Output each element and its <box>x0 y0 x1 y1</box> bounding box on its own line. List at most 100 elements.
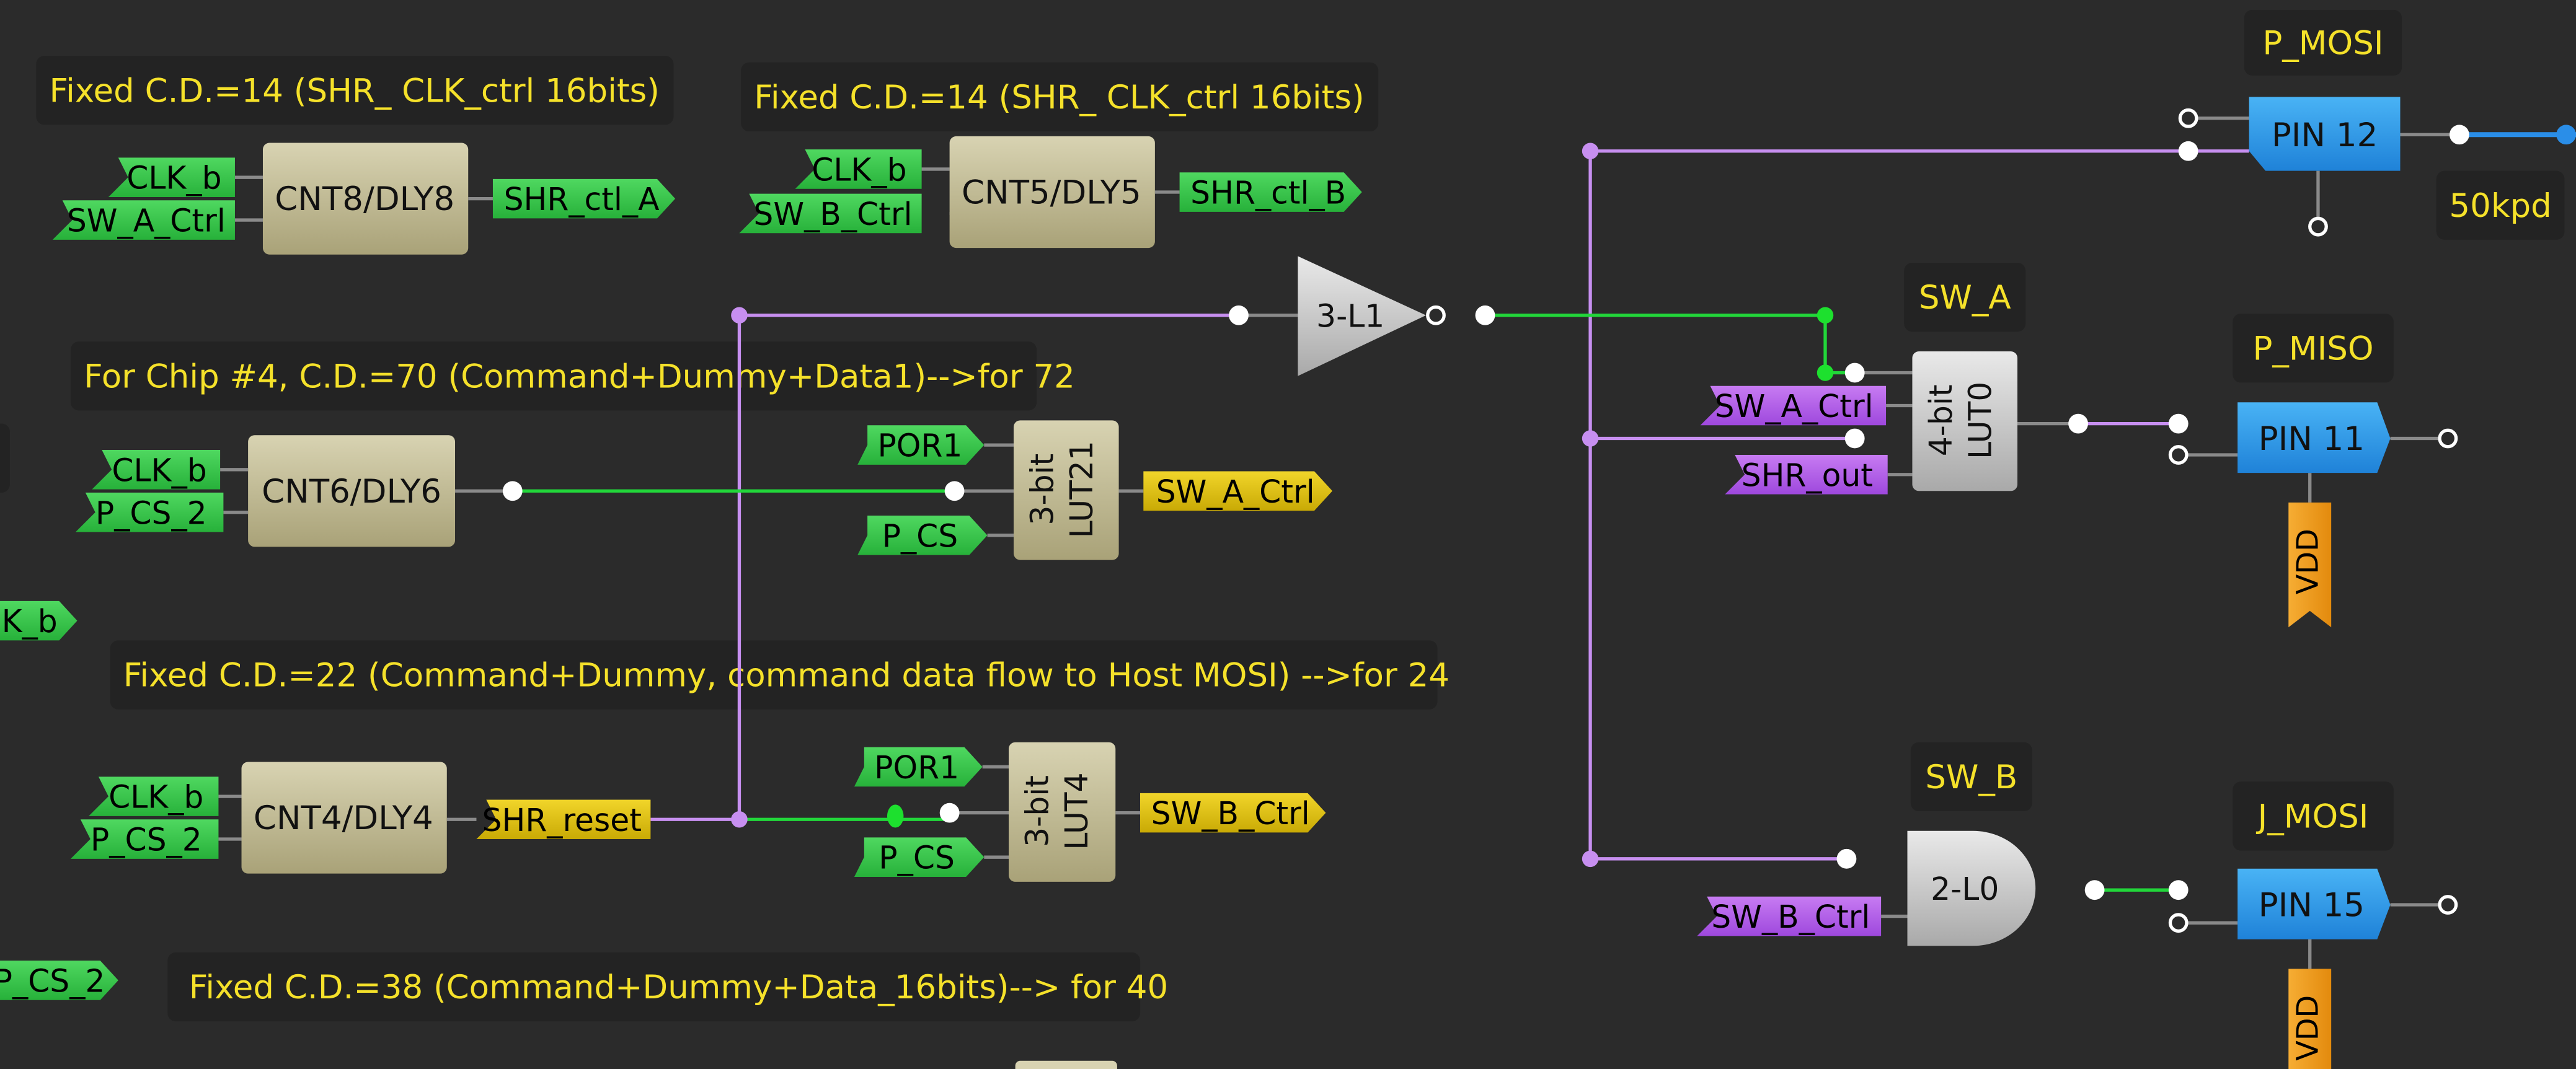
net-label-shr-ctl-a[interactable]: SHR_ctl_A <box>492 178 676 219</box>
net-label-text: POR1 <box>877 428 962 464</box>
block-label: CNT4/DLY4 <box>254 799 433 837</box>
cnt5-dly5-block[interactable]: CNT5/DLY5 <box>949 136 1155 249</box>
block-label-line2: LUT0 <box>1962 382 1999 459</box>
pin-11[interactable]: PIN 11 <box>2237 402 2391 473</box>
net-label-text: P_CS <box>882 517 958 554</box>
pin-title-pulldown: 50kpd <box>2436 170 2565 240</box>
net-label-shr-out[interactable]: SHR_out <box>1725 454 1888 495</box>
block-label-line1: 3-bit <box>1019 775 1056 847</box>
net-label-p-cs-2[interactable]: P_CS <box>854 837 985 877</box>
pin-title-text: P_MOSI <box>2262 24 2383 62</box>
net-label-sw-b-ctrl-1[interactable]: SW_B_Ctrl <box>739 193 922 234</box>
pin-label: PIN 15 <box>2259 887 2365 925</box>
pin-15[interactable]: PIN 15 <box>2237 868 2391 939</box>
net-label-text: P_CS_2 <box>91 822 202 858</box>
and-gate-2-l0[interactable]: 2-L0 <box>1907 830 2036 946</box>
net-label-text: SW_A_Ctrl <box>1715 388 1874 425</box>
pin-title-text: SW_A <box>1919 279 2011 317</box>
port-dots <box>502 125 2469 900</box>
pin-title-sw-a: SW_A <box>1904 262 2026 332</box>
net-label-p-cs-2-2[interactable]: P_CS_2 <box>70 819 219 859</box>
buffer-3-l1[interactable]: 3-L1 <box>1298 256 1427 376</box>
block-label: 3-L1 <box>1316 297 1384 334</box>
net-label-text: P_CS_2 <box>95 495 207 531</box>
net-label-clk-b-1[interactable]: CLK_b <box>108 157 235 197</box>
net-label-sw-b-ctrl-yellow[interactable]: SW_B_Ctrl <box>1140 793 1326 833</box>
open-ports <box>1426 108 2458 933</box>
net-label-text: CLK_b <box>112 452 206 488</box>
cnt4-dly4-block[interactable]: CNT4/DLY4 <box>241 762 447 874</box>
pin-title-text: 50kpd <box>2449 187 2551 225</box>
comment-text: Fixed C.D.=14 (SHR_ CLK_ctrl 16bits) <box>754 79 1364 117</box>
pin-title-text: J_MOSI <box>2256 798 2369 835</box>
lut21-block[interactable]: 3-bit LUT21 <box>1013 420 1119 560</box>
net-label-text: K_b <box>2 603 58 640</box>
net-label-text: SHR_out <box>1742 457 1873 493</box>
block-label-line1: 4-bit <box>1923 384 1959 456</box>
net-label-clk-b-4[interactable]: CLK_b <box>89 776 219 816</box>
comment-box-3[interactable]: For Chip #4, C.D.=70 (Command+Dummy+Data… <box>70 341 1075 411</box>
net-label-sw-a-ctrl-1[interactable]: SW_A_Ctrl <box>52 200 235 240</box>
comment-box-2[interactable]: Fixed C.D.=14 (SHR_ CLK_ctrl 16bits) <box>741 62 1379 131</box>
pin-12[interactable]: PIN 12 <box>2249 97 2401 171</box>
pin-label: PIN 11 <box>2259 420 2365 458</box>
net-label-sw-a-ctrl-purple[interactable]: SW_A_Ctrl <box>1700 385 1887 426</box>
net-label-clk-b-3[interactable]: CLK_b <box>92 450 221 490</box>
net-label-text: CLK_b <box>812 151 906 188</box>
net-label-text: VDD <box>2291 529 2326 594</box>
pin-title-p-mosi: P_MOSI <box>2244 9 2402 76</box>
net-label-text: CLK_b <box>126 160 221 196</box>
comment-text: For Chip #4, C.D.=70 (Command+Dummy+Data… <box>84 358 1075 395</box>
block-label-line2: LUT21 <box>1063 441 1100 538</box>
pin-title-j-mosi: J_MOSI <box>2233 781 2394 851</box>
net-label-p-cs-1[interactable]: P_CS <box>857 516 988 555</box>
block-label: CNT8/DLY8 <box>275 180 454 218</box>
net-label-por1-1[interactable]: POR1 <box>857 425 985 465</box>
net-label-text: POR1 <box>874 749 959 786</box>
net-label-shr-reset[interactable]: SHR_reset <box>476 799 651 840</box>
net-label-text: SW_B_Ctrl <box>1711 899 1870 935</box>
net-label-text: SW_B_Ctrl <box>1151 795 1310 832</box>
net-label-vdd-1[interactable]: VDD <box>2288 502 2332 628</box>
comment-text: Fixed C.D.=22 (Command+Dummy, command da… <box>123 657 1450 695</box>
net-label-text: SW_B_Ctrl <box>753 196 912 232</box>
block-label-line2: LUT4 <box>1058 772 1095 850</box>
pin-title-text: SW_B <box>1925 759 2017 796</box>
wire-junctions <box>731 125 2576 868</box>
net-label-p-cs-2-1[interactable]: P_CS_2 <box>75 492 224 532</box>
cnt8-dly8-block[interactable]: CNT8/DLY8 <box>262 143 469 255</box>
net-label-text: SHR_ctl_A <box>504 181 660 218</box>
pin-title-text: P_MISO <box>2252 330 2373 367</box>
net-label-clk-b-2[interactable]: CLK_b <box>795 149 922 189</box>
net-label-text: SW_A_Ctrl <box>1156 473 1315 510</box>
lut0-block[interactable]: 4-bit LUT0 <box>1912 351 2018 491</box>
net-label-por1-2[interactable]: POR1 <box>854 747 983 787</box>
comment-box-5[interactable]: Fixed C.D.=38 (Command+Dummy+Data_16bits… <box>167 952 1168 1022</box>
net-label-vdd-2[interactable]: VDD <box>2288 969 2332 1069</box>
lut4-block[interactable]: 3-bit LUT4 <box>1009 742 1116 882</box>
offscreen-block <box>1015 1060 1117 1069</box>
net-label-sw-b-ctrl-purple[interactable]: SW_B_Ctrl <box>1697 896 1882 936</box>
net-label-text: SW_A_Ctrl <box>67 203 226 239</box>
block-label-line1: 3-bit <box>1024 454 1061 526</box>
net-label-clk-b-partial[interactable]: K_b <box>0 600 77 641</box>
net-label-shr-ctl-b[interactable]: SHR_ctl_B <box>1179 172 1362 212</box>
block-label: CNT5/DLY5 <box>962 174 1141 212</box>
comment-box-4[interactable]: Fixed C.D.=22 (Command+Dummy, command da… <box>110 640 1450 710</box>
net-label-sw-a-ctrl-yellow[interactable]: SW_A_Ctrl <box>1143 471 1333 511</box>
cnt6-dly6-block[interactable]: CNT6/DLY6 <box>248 435 456 547</box>
offscreen-comment-box <box>0 423 10 493</box>
pin-label: PIN 12 <box>2272 117 2378 154</box>
comment-text: Fixed C.D.=38 (Command+Dummy+Data_16bits… <box>189 969 1168 1006</box>
comment-box-1[interactable]: Fixed C.D.=14 (SHR_ CLK_ctrl 16bits) <box>36 56 674 125</box>
net-label-p-cs-2-partial[interactable]: P_CS_2 <box>0 961 118 1000</box>
net-label-text: VDD <box>2291 995 2326 1061</box>
net-label-text: P_CS_2 <box>0 962 105 999</box>
wires <box>218 117 2576 969</box>
pin-title-sw-b: SW_B <box>1910 742 2032 811</box>
net-label-text: SHR_ctl_B <box>1190 175 1346 211</box>
net-label-text: SHR_reset <box>482 802 642 838</box>
block-label: 2-L0 <box>1931 871 1999 907</box>
net-label-text: CLK_b <box>108 779 203 816</box>
